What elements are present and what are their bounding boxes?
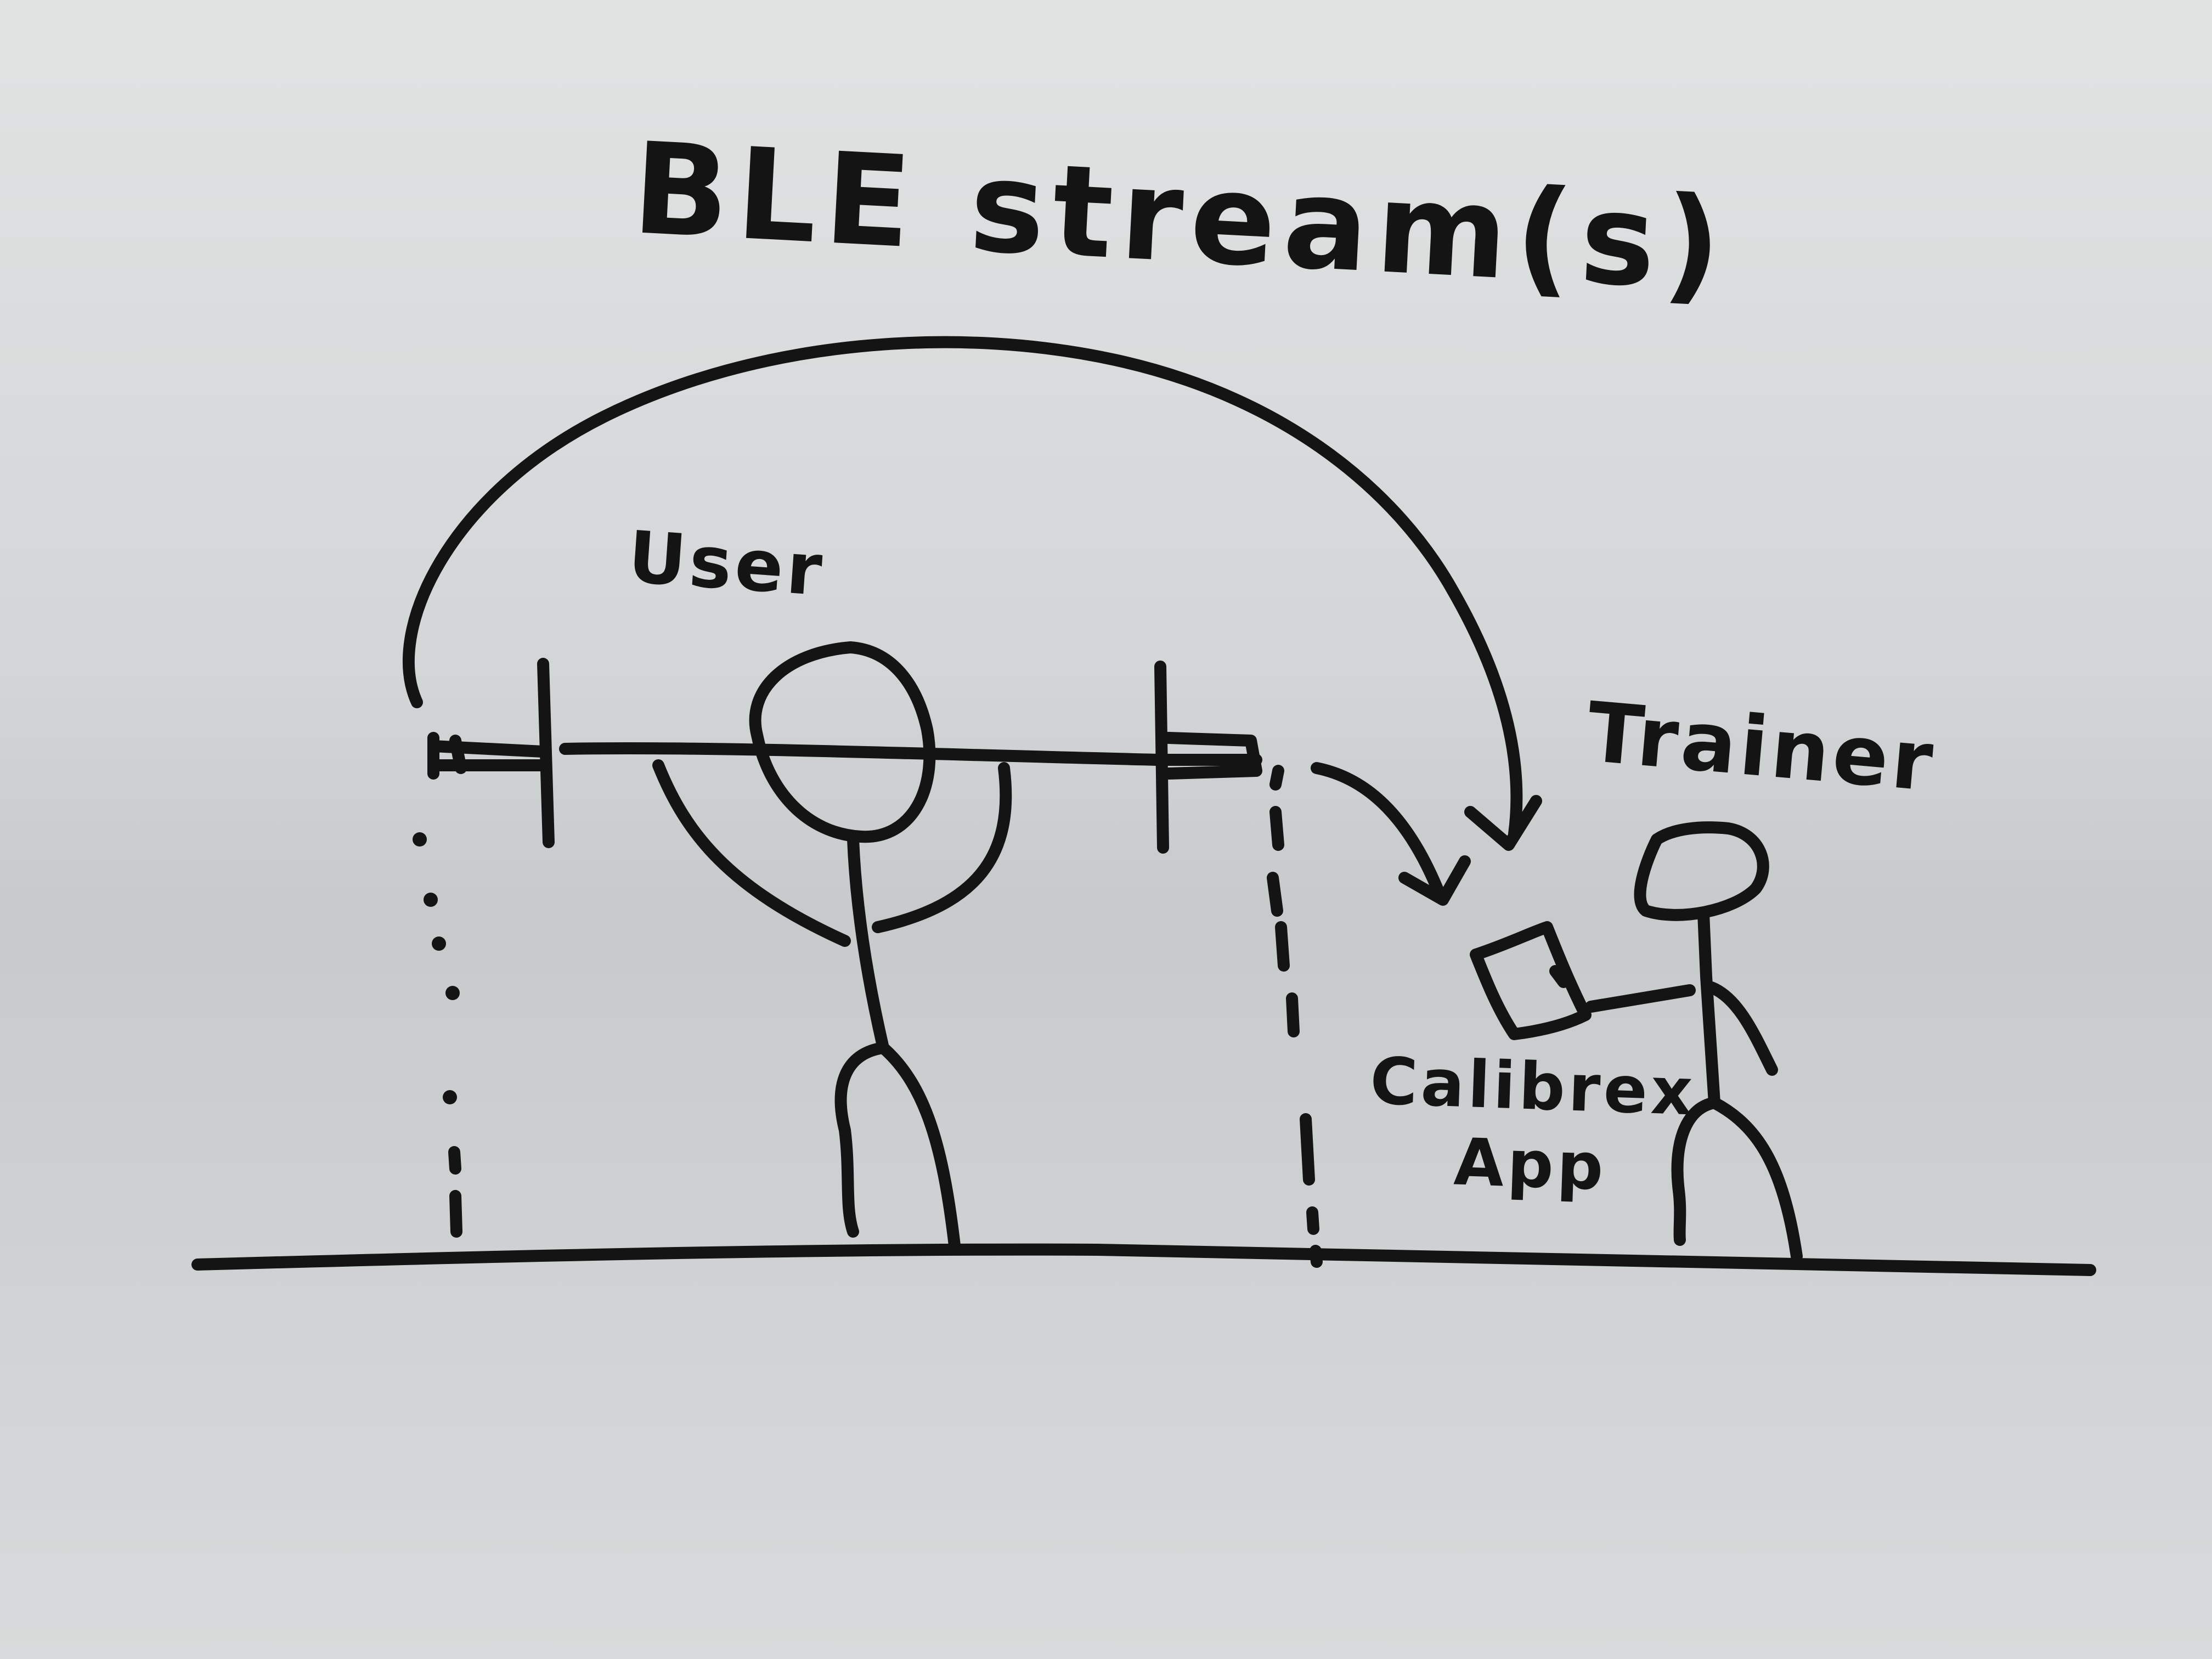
barbell-bar — [559, 742, 1262, 766]
trainer-right-leg — [1708, 1097, 1803, 1262]
floor-line — [191, 1243, 2096, 1276]
user-torso — [847, 833, 889, 1054]
left-sensor-dotted-line — [413, 832, 462, 1238]
user-label: User — [625, 515, 828, 612]
calibrex-app-label-line2: App — [1452, 1124, 1608, 1205]
right-sleeve — [1163, 732, 1262, 780]
tablet-grip — [1549, 965, 1570, 988]
trainer-left-leg — [1671, 1097, 1720, 1246]
trainer-arm-to-tablet — [1585, 984, 1696, 1013]
right-sensor-arrowhead — [1398, 855, 1471, 906]
user-left-arm — [652, 759, 851, 947]
ble-stream-arrowhead — [1464, 795, 1542, 851]
user-head — [749, 641, 936, 843]
trainer-head — [1634, 821, 1769, 921]
user-right-leg — [877, 1042, 961, 1251]
right-plate — [1154, 661, 1169, 854]
ble-stream-arc — [402, 336, 1523, 840]
trainer-right-arm — [1706, 981, 1778, 1076]
calibrex-app-label-line1: Calibrex — [1369, 1042, 1697, 1130]
calibrex-app-tablet — [1470, 921, 1592, 1040]
user-right-arm — [872, 762, 1012, 933]
right-sensor-arrow — [1311, 762, 1443, 895]
user-left-leg — [834, 1042, 889, 1238]
left-sensor — [427, 732, 467, 780]
calibrex-app-label: Calibrex App — [1366, 1042, 1697, 1209]
